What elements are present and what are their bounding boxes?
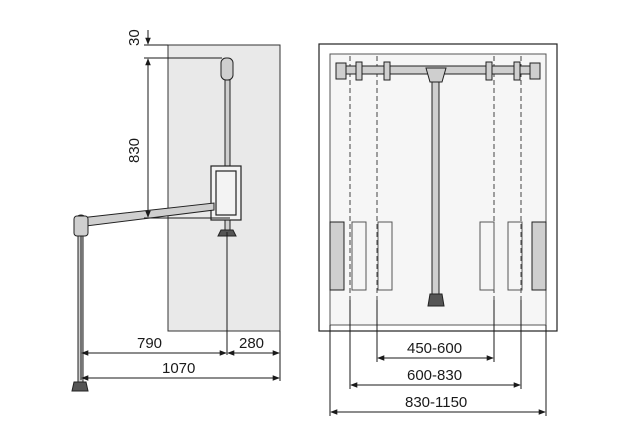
dim-top-gap: 30 bbox=[126, 29, 143, 46]
side-view: 30 830 790 280 1070 bbox=[71, 29, 281, 392]
dim-front-outer: 830-1150 bbox=[405, 394, 467, 411]
front-center-rod bbox=[431, 81, 440, 295]
rail-bracket-left bbox=[335, 62, 347, 80]
rail-clip-1 bbox=[355, 61, 363, 81]
rail-bracket-right bbox=[529, 62, 541, 80]
front-left-mechanism-outer bbox=[329, 221, 345, 291]
front-left-mechanism-mid bbox=[351, 221, 367, 291]
rail-clip-4 bbox=[513, 61, 521, 81]
front-center-handle bbox=[427, 293, 445, 307]
rail-clip-2 bbox=[383, 61, 391, 81]
dim-front-mid: 600-830 bbox=[407, 367, 462, 384]
dim-front-inner: 450-600 bbox=[407, 340, 462, 357]
rail-clip-3 bbox=[485, 61, 493, 81]
front-right-mechanism-outer bbox=[531, 221, 547, 291]
front-right-mechanism-inner bbox=[479, 221, 495, 291]
dim-side-height: 830 bbox=[126, 138, 143, 163]
front-right-mechanism-mid bbox=[507, 221, 523, 291]
dim-depth-left: 790 bbox=[137, 335, 162, 352]
front-view: 450-600 600-830 830-1150 bbox=[318, 43, 558, 416]
side-rod-cap bbox=[220, 57, 234, 81]
dim-depth-right: 280 bbox=[239, 335, 264, 352]
dim-side-total: 1070 bbox=[162, 360, 195, 377]
front-center-mount bbox=[425, 67, 447, 83]
front-left-mechanism-inner bbox=[377, 221, 393, 291]
side-arm-elbow bbox=[73, 215, 89, 237]
side-arm-handle bbox=[71, 381, 89, 392]
side-mechanism-inner bbox=[215, 170, 237, 216]
